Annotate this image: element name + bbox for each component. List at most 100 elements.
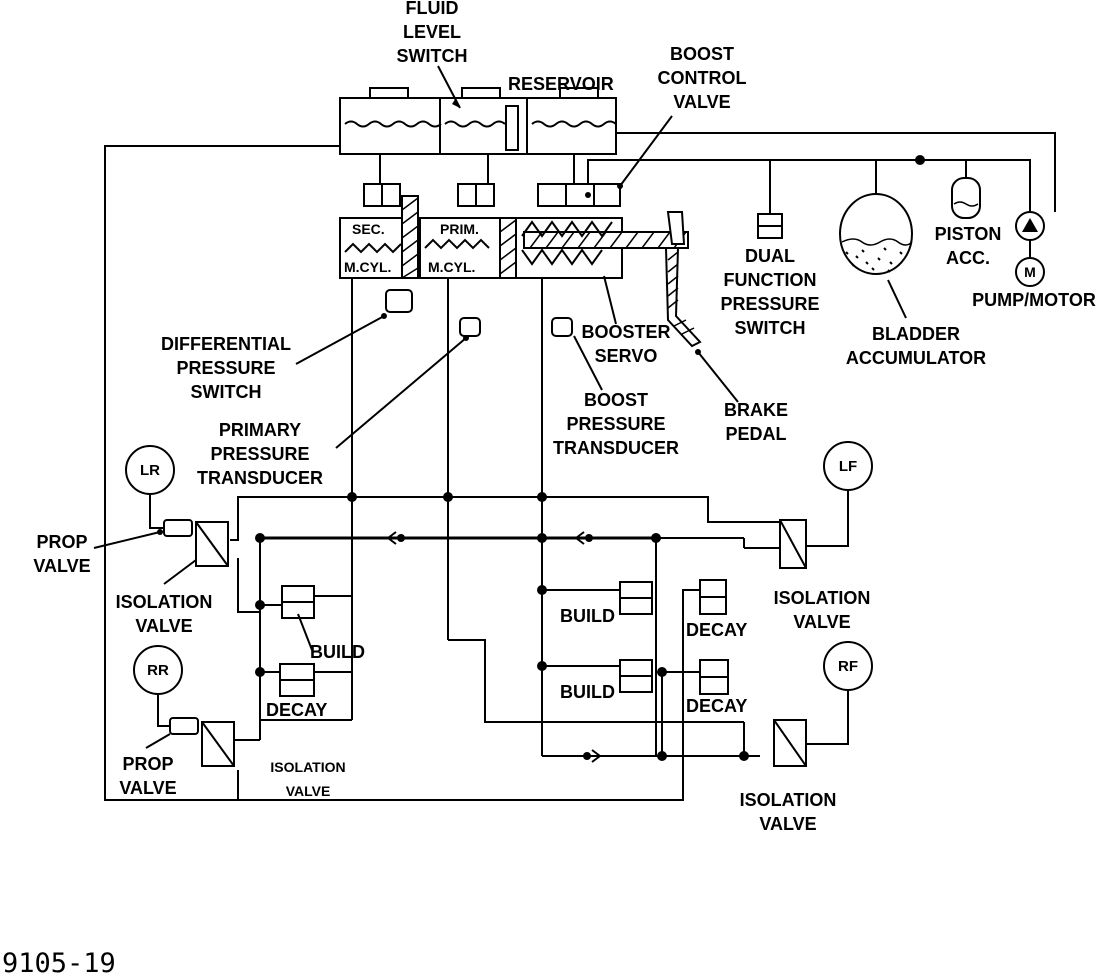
- figure-number: 9105-19: [2, 948, 116, 976]
- label-brake-pedal: BRAKE PEDAL: [724, 400, 788, 444]
- svg-text:PRESSURE: PRESSURE: [210, 444, 309, 464]
- svg-text:CONTROL: CONTROL: [658, 68, 747, 88]
- label-differential-pressure-switch: DIFFERENTIAL PRESSURE SWITCH: [161, 334, 291, 402]
- svg-text:FLUID: FLUID: [406, 0, 459, 18]
- label-sec-m-cyl: SEC. M.CYL.: [344, 221, 391, 275]
- svg-text:SERVO: SERVO: [595, 346, 658, 366]
- pump-symbol: [1015, 211, 1045, 241]
- brake-pedal-arm: [664, 211, 702, 348]
- reservoir-valves: [363, 183, 621, 207]
- label-reservoir: RESERVOIR: [508, 74, 614, 94]
- leader-lines: [93, 65, 907, 749]
- svg-text:DIFFERENTIAL: DIFFERENTIAL: [161, 334, 291, 354]
- lf-isolation-valve: [779, 519, 807, 569]
- label-boost-pressure-transducer: BOOST PRESSURE TRANSDUCER: [553, 390, 679, 458]
- svg-text:M.CYL.: M.CYL.: [344, 259, 391, 275]
- wheel-rf: RF: [823, 641, 873, 691]
- svg-text:BOOST: BOOST: [584, 390, 648, 410]
- svg-text:ISOLATION: ISOLATION: [740, 790, 837, 810]
- svg-text:BLADDER: BLADDER: [872, 324, 960, 344]
- svg-text:BOOST: BOOST: [670, 44, 734, 64]
- label-rf-build-2: BUILD: [560, 682, 615, 702]
- label-lr-isolation-valve: ISOLATION VALVE: [116, 592, 213, 636]
- svg-text:LEVEL: LEVEL: [403, 22, 461, 42]
- build-valves: [281, 581, 653, 693]
- svg-text:LF: LF: [839, 458, 857, 475]
- svg-text:TRANSDUCER: TRANSDUCER: [553, 438, 679, 458]
- svg-text:VALVE: VALVE: [759, 814, 816, 834]
- label-lf-isolation-valve: ISOLATION VALVE: [774, 588, 871, 632]
- decay-valves: [279, 579, 729, 697]
- lr-isolation-valve: [195, 521, 229, 567]
- wheel-rr: RR: [133, 645, 183, 695]
- label-fluid-level-switch: FLUID LEVEL SWITCH: [397, 0, 468, 66]
- svg-text:M.CYL.: M.CYL.: [428, 259, 475, 275]
- wheel-lr: LR: [125, 445, 175, 495]
- svg-text:ACC.: ACC.: [946, 248, 990, 268]
- svg-text:ISOLATION: ISOLATION: [116, 592, 213, 612]
- svg-text:RR: RR: [147, 662, 169, 679]
- svg-text:PEDAL: PEDAL: [725, 424, 786, 444]
- svg-text:VALVE: VALVE: [33, 556, 90, 576]
- label-lf-decay: DECAY: [686, 620, 747, 640]
- label-boost-control-valve: BOOST CONTROL VALVE: [658, 44, 747, 112]
- pressure-sensors: [385, 289, 573, 337]
- label-lr-decay: DECAY: [266, 700, 327, 720]
- rr-isolation-valve: [201, 721, 235, 767]
- svg-text:BRAKE: BRAKE: [724, 400, 788, 420]
- label-rf-isolation-valve: ISOLATION VALVE: [740, 790, 837, 834]
- svg-text:PRESSURE: PRESSURE: [720, 294, 819, 314]
- svg-text:DUAL: DUAL: [745, 246, 795, 266]
- svg-text:VALVE: VALVE: [135, 616, 192, 636]
- rr-prop-valve: [169, 717, 199, 735]
- svg-text:VALVE: VALVE: [793, 612, 850, 632]
- label-dual-function-pressure-switch: DUAL FUNCTION PRESSURE SWITCH: [720, 246, 819, 338]
- label-primary-pressure-transducer: PRIMARY PRESSURE TRANSDUCER: [197, 420, 323, 488]
- svg-text:VALVE: VALVE: [286, 783, 331, 799]
- svg-text:LR: LR: [140, 462, 160, 479]
- svg-text:BOOSTER: BOOSTER: [581, 322, 670, 342]
- bladder-accumulator-symbol: [839, 193, 913, 275]
- label-lr-build: BUILD: [310, 642, 365, 662]
- svg-text:SEC.: SEC.: [352, 221, 385, 237]
- dual-function-pressure-switch-symbol: [757, 213, 783, 239]
- svg-text:PROP: PROP: [36, 532, 87, 552]
- label-rr-prop-valve: PROP VALVE: [119, 754, 176, 798]
- svg-text:ISOLATION: ISOLATION: [270, 759, 345, 775]
- svg-text:ISOLATION: ISOLATION: [774, 588, 871, 608]
- svg-text:PISTON: PISTON: [935, 224, 1002, 244]
- label-booster-servo: BOOSTER SERVO: [581, 322, 670, 366]
- label-piston-acc: PISTON ACC.: [935, 224, 1002, 268]
- svg-text:VALVE: VALVE: [119, 778, 176, 798]
- lr-prop-valve: [163, 519, 193, 537]
- svg-text:PRIMARY: PRIMARY: [219, 420, 301, 440]
- svg-text:ACCUMULATOR: ACCUMULATOR: [846, 348, 986, 368]
- motor-symbol: M: [1015, 257, 1045, 287]
- hydraulic-lines: [104, 132, 1056, 801]
- svg-text:M: M: [1024, 264, 1036, 280]
- junction-dots: [255, 155, 925, 761]
- label-rf-decay: DECAY: [686, 696, 747, 716]
- label-rf-build-1: BUILD: [560, 606, 615, 626]
- svg-text:PRESSURE: PRESSURE: [566, 414, 665, 434]
- label-pump-motor: PUMP/MOTOR: [972, 290, 1096, 310]
- svg-text:PROP: PROP: [122, 754, 173, 774]
- check-valve-symbols: [387, 531, 601, 763]
- svg-text:VALVE: VALVE: [673, 92, 730, 112]
- label-prim-m-cyl: PRIM. M.CYL.: [428, 221, 479, 275]
- label-bladder-accumulator: BLADDER ACCUMULATOR: [846, 324, 986, 368]
- svg-text:PRIM.: PRIM.: [440, 221, 479, 237]
- master-cylinder-block: [339, 195, 689, 279]
- rf-isolation-valve: [773, 719, 807, 767]
- svg-text:RF: RF: [838, 658, 858, 675]
- svg-text:FUNCTION: FUNCTION: [724, 270, 817, 290]
- svg-text:SWITCH: SWITCH: [735, 318, 806, 338]
- svg-text:PRESSURE: PRESSURE: [176, 358, 275, 378]
- wheel-lf: LF: [823, 441, 873, 491]
- svg-text:SWITCH: SWITCH: [397, 46, 468, 66]
- label-rr-isolation-valve: ISOLATION VALVE: [270, 759, 345, 799]
- svg-text:TRANSDUCER: TRANSDUCER: [197, 468, 323, 488]
- svg-text:SWITCH: SWITCH: [191, 382, 262, 402]
- label-lr-prop-valve: PROP VALVE: [33, 532, 90, 576]
